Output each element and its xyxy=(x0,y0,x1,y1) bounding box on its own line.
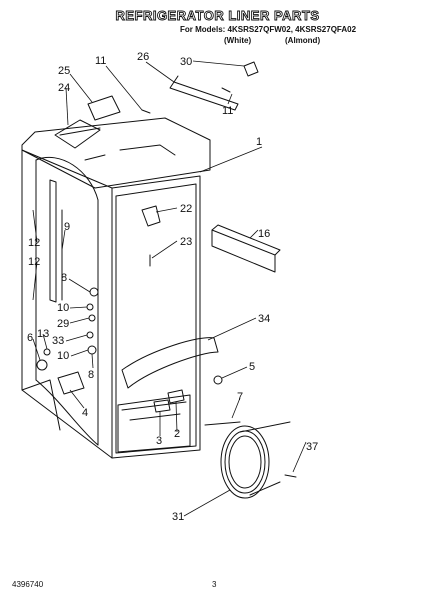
page-title: REFRIGERATOR LINER PARTS xyxy=(115,8,320,24)
callout-3: 3 xyxy=(156,435,162,447)
part-tube-31 xyxy=(220,421,291,499)
callout-4: 4 xyxy=(82,407,88,419)
callout-11-top: 11 xyxy=(95,55,106,67)
callout-24: 24 xyxy=(58,82,70,94)
liner-body xyxy=(21,117,211,459)
variant-white-label: (White) xyxy=(224,36,252,45)
callout-23: 23 xyxy=(180,236,192,248)
callout-34: 34 xyxy=(258,313,270,325)
callout-25: 25 xyxy=(58,65,70,77)
variant-almond-label: (Almond) xyxy=(285,36,321,45)
part-screw-11b xyxy=(221,87,231,93)
callout-22: 22 xyxy=(180,203,192,215)
part-3 xyxy=(153,399,171,413)
page-number: 3 xyxy=(212,580,217,589)
callout-8-lower: 8 xyxy=(88,369,94,381)
part-grommet-5 xyxy=(213,375,223,385)
callout-2: 2 xyxy=(174,428,180,440)
part-2 xyxy=(167,389,185,404)
part-clip-33 xyxy=(86,331,94,339)
part-grommet-6 xyxy=(36,359,48,371)
part-bracket-22 xyxy=(141,205,161,227)
callout-5: 5 xyxy=(249,361,255,373)
part-grommet-13 xyxy=(43,348,51,356)
callout-37: 37 xyxy=(306,441,318,453)
callout-31: 31 xyxy=(172,511,184,523)
part-fitting-37 xyxy=(284,474,297,478)
part-clip-8a xyxy=(89,287,99,297)
callout-8-upper: 8 xyxy=(61,272,67,284)
callout-26: 26 xyxy=(137,51,149,63)
part-clip-10b xyxy=(87,345,97,355)
callout-13: 13 xyxy=(37,328,49,340)
part-hinge-24-25 xyxy=(54,95,121,149)
callout-11-right: 11 xyxy=(222,105,233,117)
part-clip-10a xyxy=(86,303,94,311)
model-numbers: For Models: 4KSRS27QFW02, 4KSRS27QFA02 xyxy=(180,25,357,34)
callout-30: 30 xyxy=(180,56,192,68)
callout-10-lower: 10 xyxy=(57,350,69,362)
part-clip-30 xyxy=(243,61,259,77)
callout-6: 6 xyxy=(27,332,33,344)
part-screw-11a xyxy=(141,109,151,114)
part-grille-4 xyxy=(57,371,85,395)
document-number: 4396740 xyxy=(12,580,44,589)
part-clip-29 xyxy=(88,314,96,322)
part-rail-top xyxy=(169,75,239,111)
callout-33: 33 xyxy=(52,335,64,347)
part-bracket-16 xyxy=(211,224,281,273)
callout-10-upper: 10 xyxy=(57,302,69,314)
callout-7: 7 xyxy=(237,391,243,403)
leader-lines xyxy=(32,60,307,517)
callout-9: 9 xyxy=(64,221,70,233)
part-tie-7 xyxy=(204,421,241,426)
callout-29: 29 xyxy=(57,318,69,330)
callout-1: 1 xyxy=(256,136,262,148)
callout-12-lower: 12 xyxy=(28,256,40,268)
part-duct-34 xyxy=(121,337,219,389)
callout-12-upper: 12 xyxy=(28,237,40,249)
callout-16: 16 xyxy=(258,228,270,240)
